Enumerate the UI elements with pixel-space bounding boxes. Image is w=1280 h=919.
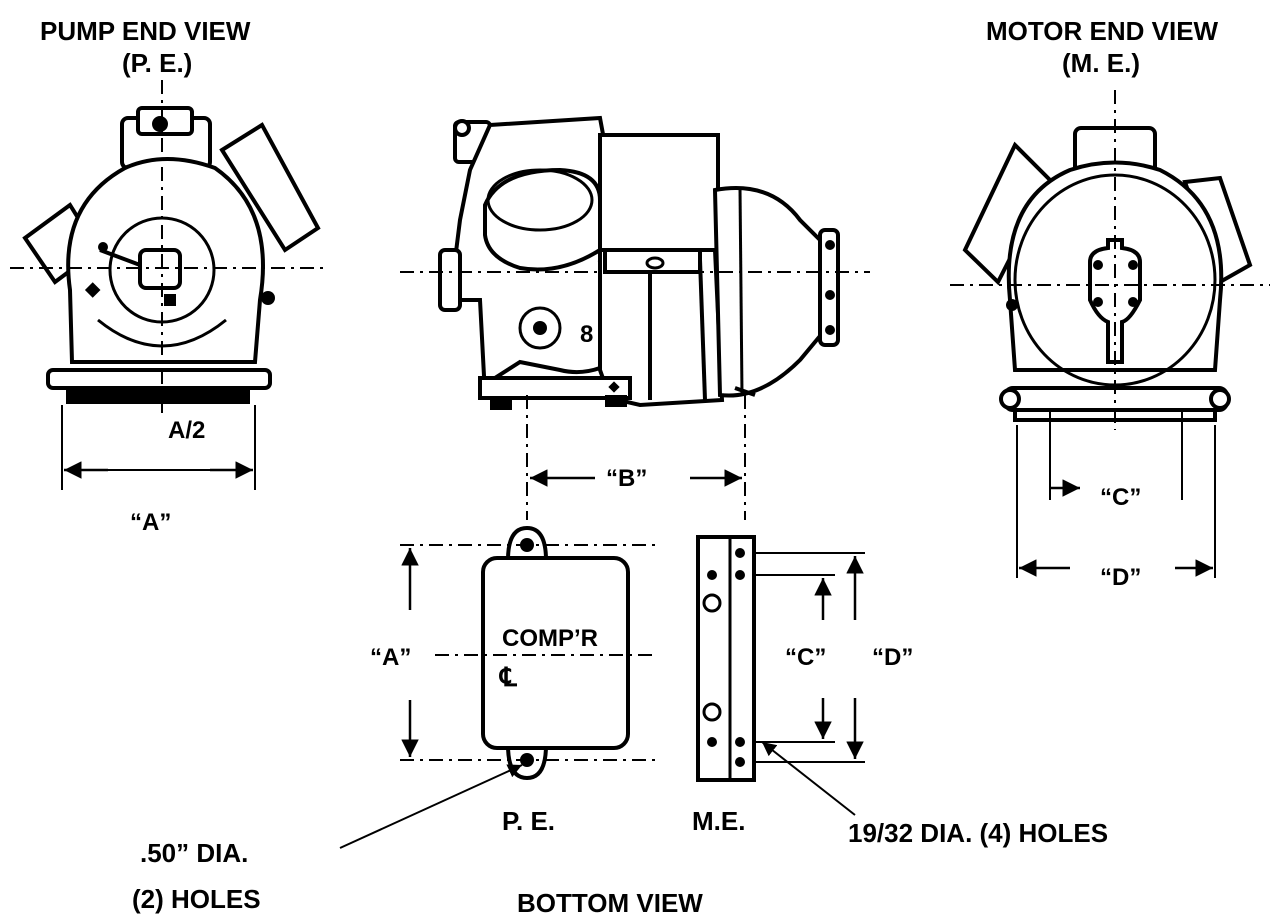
bottom-view: [339, 525, 865, 849]
holes-label-left-1: .50” DIA.: [140, 838, 248, 868]
holes-label-left-2: (2) HOLES: [132, 884, 261, 914]
dim-a-label-bottom: “A”: [370, 644, 411, 671]
motor-end-view: [950, 90, 1270, 578]
compr-label: COMP’R: [502, 625, 598, 652]
side-view: 8: [400, 115, 870, 520]
pump-end-abbr: (P. E.): [122, 48, 192, 78]
motor-end-abbr: (M. E.): [1062, 48, 1140, 78]
dim-c-label-right: “C”: [1100, 484, 1141, 511]
dim-a-label-top: “A”: [130, 509, 171, 536]
me-label: M.E.: [692, 806, 745, 836]
dim-b-label: “B”: [606, 465, 647, 492]
dim-d-label-bottom: “D”: [872, 644, 913, 671]
motor-end-title: MOTOR END VIEW: [986, 16, 1219, 46]
holes-label-right: 19/32 DIA. (4) HOLES: [848, 818, 1108, 848]
dim-c-label-bottom: “C”: [785, 644, 826, 671]
pump-end-view: [10, 80, 325, 490]
dim-d-label-right: “D”: [1100, 564, 1141, 591]
pump-end-title: PUMP END VIEW: [40, 16, 251, 46]
bottom-view-label: BOTTOM VIEW: [517, 888, 703, 918]
a-half-label: A/2: [168, 417, 205, 444]
centerline-symbol: ℄: [499, 662, 518, 692]
svg-text:8: 8: [580, 321, 593, 348]
pe-label: P. E.: [502, 806, 555, 836]
